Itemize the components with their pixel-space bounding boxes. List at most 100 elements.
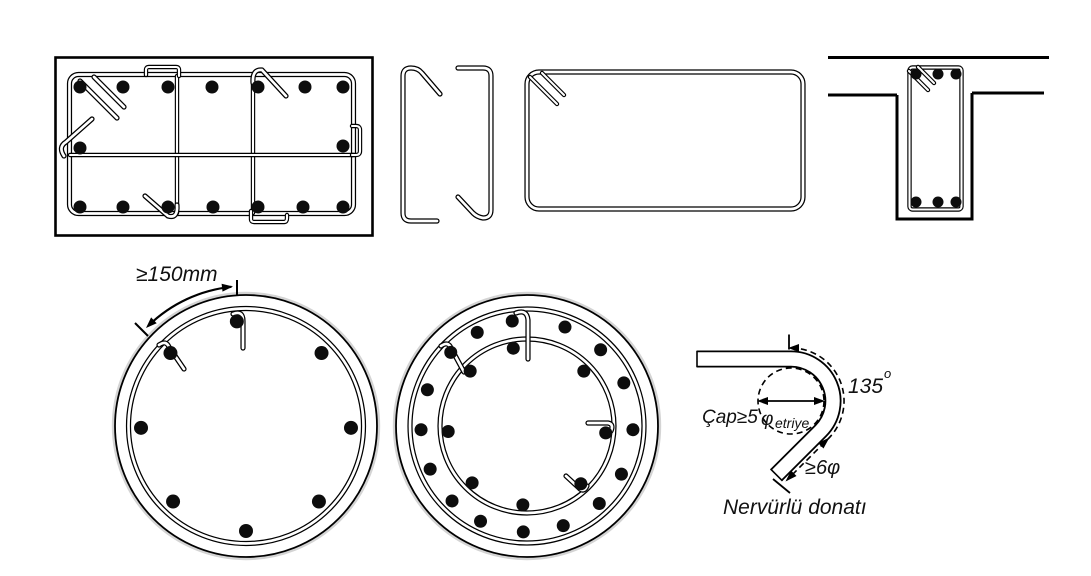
stirrup-bar	[696, 350, 842, 482]
rebar-dot	[343, 420, 358, 435]
rebar-dot	[239, 524, 253, 538]
concrete-halo	[111, 291, 381, 561]
rebar-dot	[445, 494, 459, 508]
hook-top-left	[77, 74, 127, 121]
rebar-dot	[414, 423, 428, 437]
tail-length-label: ≥6φ	[805, 457, 840, 479]
rebar-dot	[314, 346, 329, 361]
rebar-dot	[311, 494, 326, 509]
rebar-dot	[556, 519, 570, 533]
dimension-tick	[772, 478, 791, 494]
concrete-outline	[54, 56, 374, 237]
tbeam-section-figure	[828, 56, 1049, 221]
rebar-dot	[116, 200, 130, 214]
concrete-halo	[392, 291, 662, 561]
rebar-dot	[296, 200, 310, 214]
rebar-dot	[626, 423, 640, 437]
rebar-dots	[910, 68, 962, 208]
beam-section-figure	[54, 56, 374, 237]
rebar-dot	[336, 80, 350, 94]
inner-rebar-dots	[441, 341, 613, 512]
rebar-dot	[161, 80, 175, 94]
rebar-dot	[134, 420, 149, 435]
outer-hoop	[407, 306, 647, 546]
rebar-dot	[932, 196, 944, 208]
arrowhead	[814, 397, 825, 405]
rebar-dot	[516, 525, 530, 539]
rebar-dot	[594, 343, 608, 357]
rebar-dot	[205, 80, 219, 94]
rebar-dot	[506, 341, 520, 355]
lap-length-label: ≥150mm	[136, 263, 218, 286]
closed-stirrup-figure	[524, 69, 806, 212]
rebar-dot	[73, 141, 87, 155]
arrowhead	[785, 470, 797, 482]
arrowhead	[146, 317, 157, 328]
stirrup-outline	[524, 69, 806, 212]
rebar-dots	[134, 314, 358, 538]
rebar-dot	[166, 494, 181, 509]
angle-arc	[786, 347, 845, 481]
bend-diameter-label: Çap≥5	[702, 407, 758, 428]
stirrup	[66, 71, 357, 217]
rebar-dot	[950, 68, 962, 80]
phi-symbol: φ	[761, 409, 773, 430]
hoop	[125, 305, 367, 547]
hook-tie2-top	[250, 67, 289, 99]
rebar-dot	[950, 196, 962, 208]
hook-top	[513, 309, 531, 362]
concrete-outline	[114, 294, 378, 558]
rebar-dot	[599, 426, 613, 440]
dimension-tick	[134, 322, 149, 337]
rebar-dot	[163, 346, 178, 361]
rebar-dot	[73, 200, 87, 214]
open-stirrup-pair-figure	[400, 65, 494, 224]
lap-length-dimension: ≥150mm	[134, 263, 238, 337]
rebar-dot	[614, 467, 628, 481]
rebar-dot	[420, 383, 434, 397]
arrowhead	[818, 437, 830, 449]
rebar-dot	[298, 80, 312, 94]
spiral-column-section-figure: ≥150mm	[111, 263, 381, 561]
caption: Nervürlü donatı	[723, 496, 867, 519]
rebar-dot	[161, 200, 175, 214]
stirrup	[907, 65, 964, 212]
beam-web-outline	[895, 93, 974, 221]
open-stirrup-left-piece	[400, 65, 443, 224]
rebar-dot	[577, 364, 591, 378]
hook-tie1-top-staple	[143, 64, 182, 79]
hook-tie1-bottom	[142, 193, 180, 220]
rebar-dot	[251, 200, 265, 214]
rebar-dot	[463, 364, 477, 378]
rebar-dot	[206, 200, 220, 214]
hook-tie2-bottom-staple	[248, 208, 290, 225]
rebar-dot	[592, 497, 606, 511]
rebar-dot	[910, 196, 922, 208]
hook-top-left	[527, 70, 567, 107]
rebar-dot	[251, 80, 265, 94]
rebar-dot	[574, 477, 588, 491]
arrowhead	[221, 283, 233, 292]
rebar-dot	[505, 314, 519, 328]
angle-degree-sup: o	[884, 366, 891, 381]
hook-right-middle-staple	[349, 123, 363, 158]
rebar-dot	[229, 314, 244, 329]
rebar-dot	[444, 345, 458, 359]
angle-label: 135	[848, 375, 883, 398]
rebar-dot	[336, 200, 350, 214]
rebar-dot	[617, 376, 631, 390]
arrowhead	[757, 397, 768, 405]
hook-inner-right	[585, 420, 615, 434]
rebar-dot	[441, 425, 455, 439]
rebar-dot	[336, 139, 350, 153]
hook-detail-figure: Çap≥5 φ etriye 135 o ≥6φ Nervürlü donatı	[696, 334, 891, 519]
open-stirrup-right-piece	[455, 65, 494, 221]
rebar-dot	[516, 498, 530, 512]
arrowhead	[788, 344, 799, 352]
rebar-dots	[73, 80, 350, 214]
rebar-dot	[558, 320, 572, 334]
bar-end-cap	[769, 468, 784, 482]
rebar-dot	[73, 80, 87, 94]
